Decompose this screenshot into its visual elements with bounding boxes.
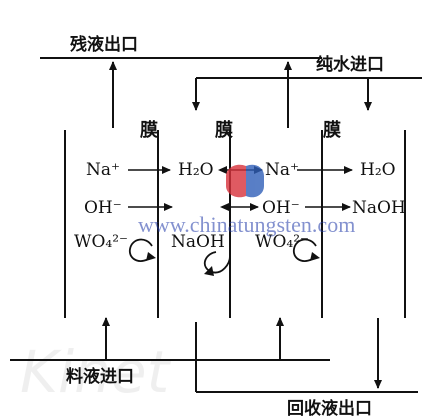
naoh-label-2: NaOH [171,232,225,252]
top-piping [40,57,422,128]
bottom-piping [10,317,418,393]
membrane-label-3: 膜 [322,119,341,141]
oh-ion-label-1: OH⁻ [84,198,122,218]
water-label-2: H₂O [360,160,396,180]
residual-outlet-label: 残液出口 [70,34,138,55]
curl-arrow-1 [129,238,153,262]
oh-ion-label-2: OH⁻ [262,198,300,218]
curl-arrow-3 [293,238,317,262]
curl-arrow-head-1 [146,252,156,261]
feed-inlet-label: 料液进口 [66,366,134,387]
membrane-label-2: 膜 [214,119,233,141]
logo-left-shape [226,164,246,198]
na-ion-label-1: Na⁺ [86,160,120,180]
logo-watermark [226,164,264,198]
site-watermark: www.chinatungsten.com [138,212,355,237]
membranes [64,130,406,318]
pure-water-inlet-label: 纯水进口 [316,54,384,75]
membrane-label-1: 膜 [139,119,158,141]
recovery-outlet-label: 回收液出口 [287,398,372,419]
curl-arrow-head-3 [310,252,320,261]
tungstate-label-2: WO₄²⁻ [255,232,309,252]
faint-watermark: Kinet [20,338,172,406]
curl-arrow-2 [203,251,231,274]
na-ion-label-2: Na⁺ [265,160,299,180]
tungstate-label-1: WO₄²⁻ [74,232,128,252]
naoh-label-1: NaOH [352,198,406,218]
curl-arrow-head-2 [204,266,214,276]
water-label-1: H₂O [178,160,214,180]
logo-right-shape [246,164,264,198]
